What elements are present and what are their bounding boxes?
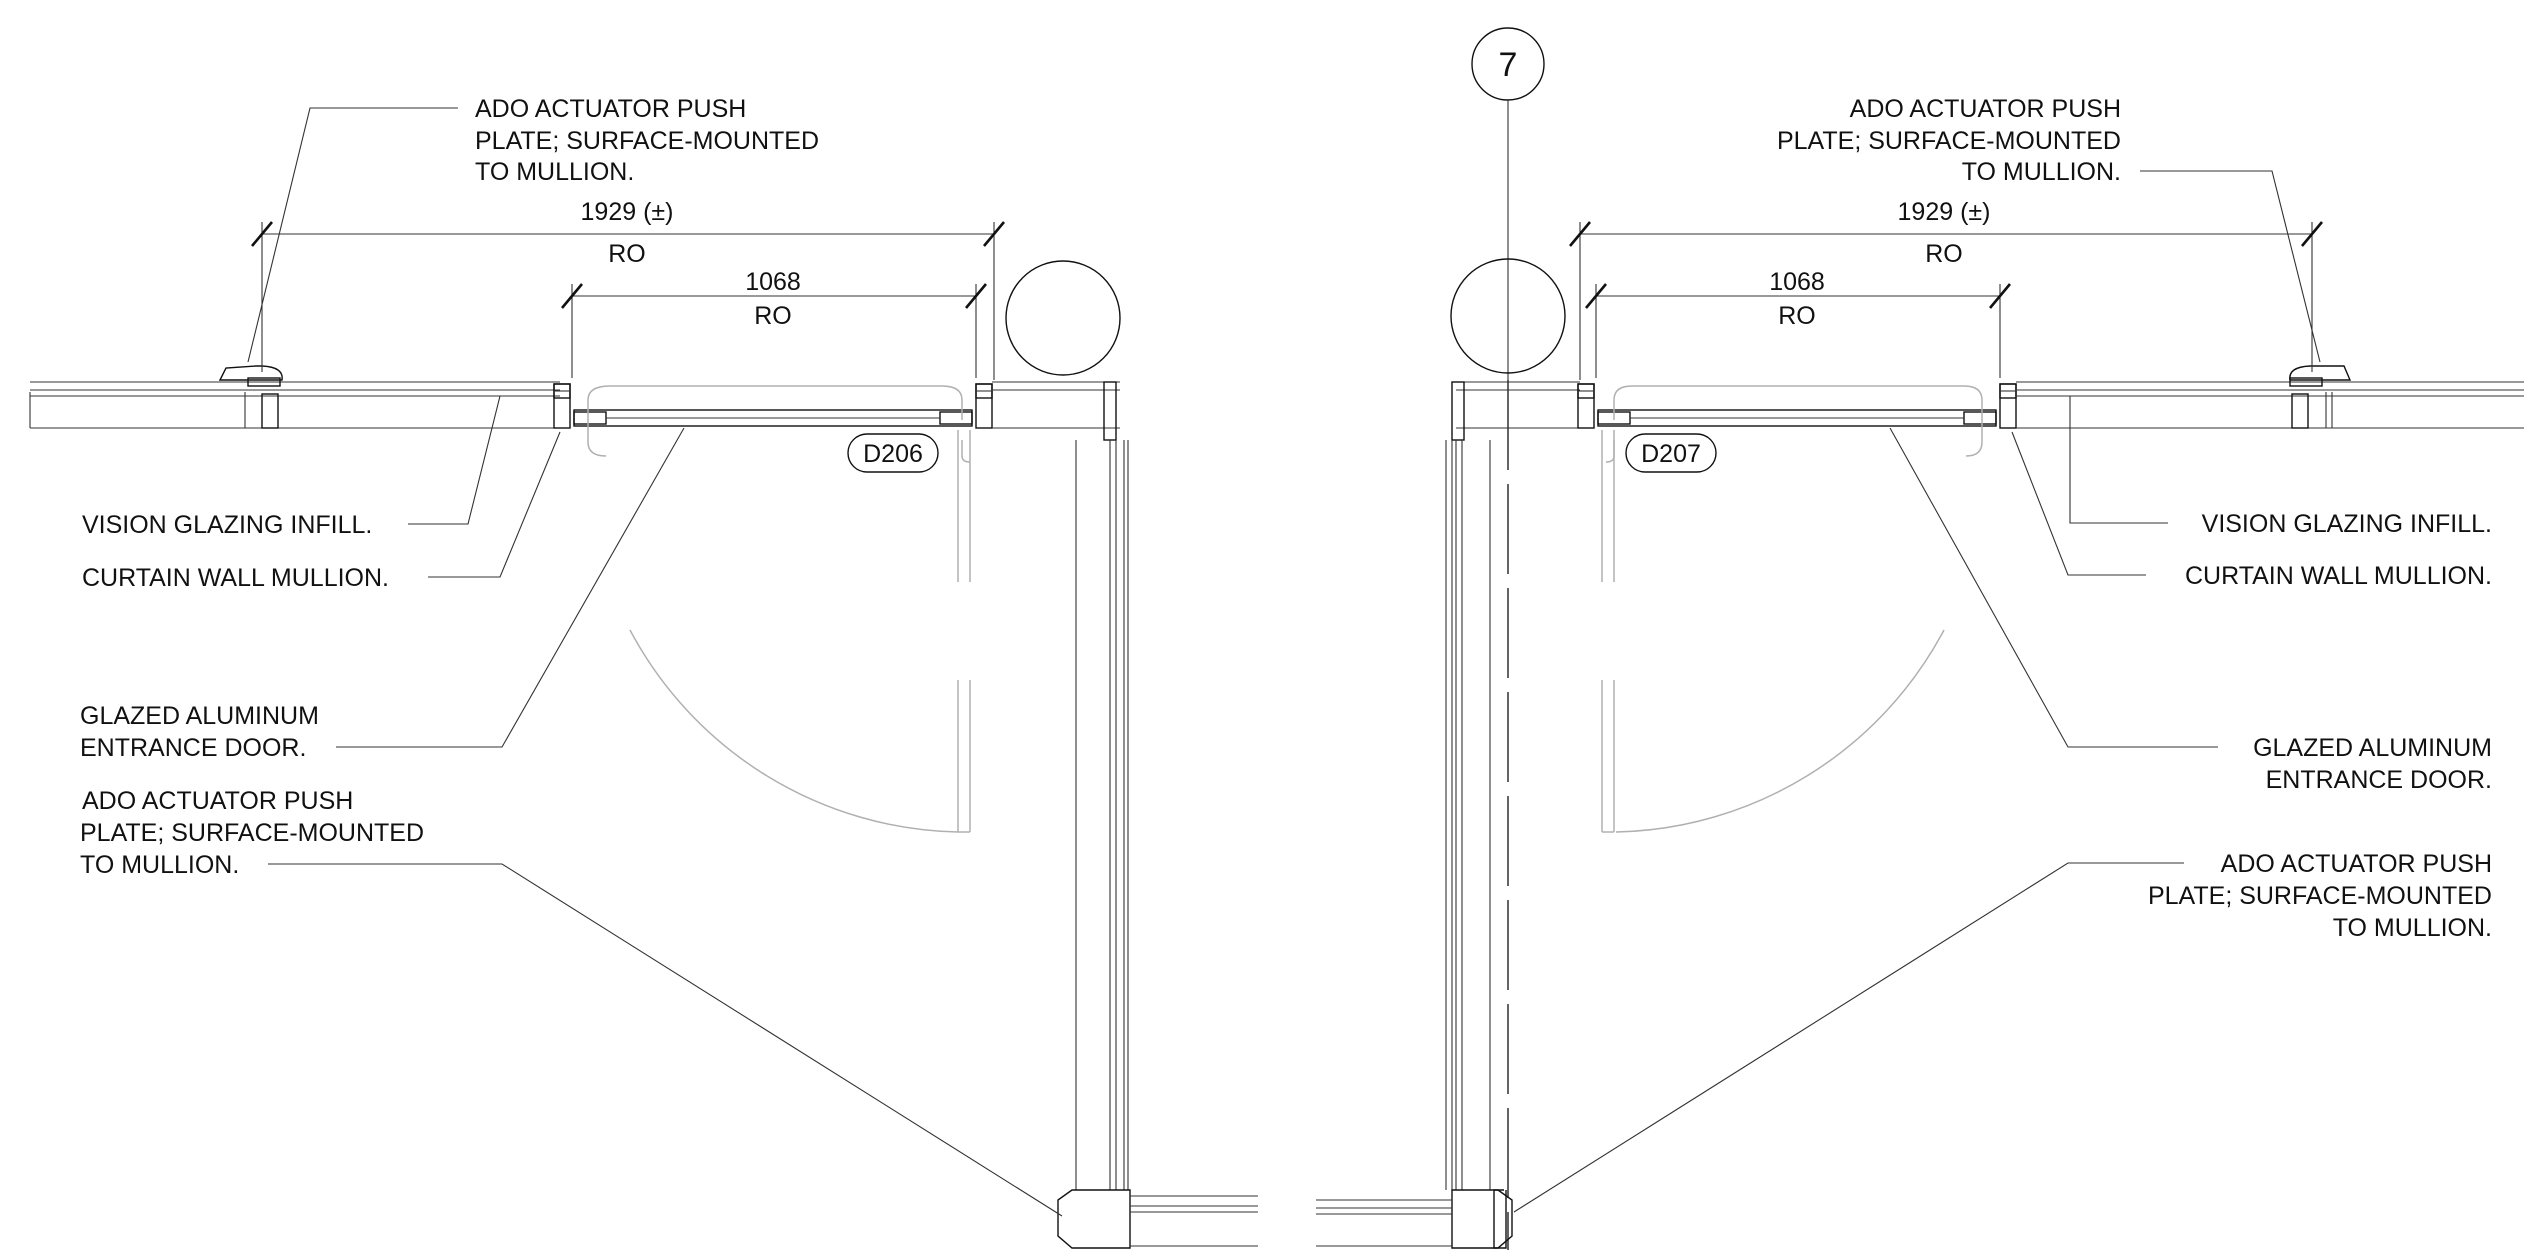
right-note-top-line3: TO MULLION. xyxy=(1962,158,2121,186)
right-note-top-line1: ADO ACTUATOR PUSH xyxy=(1850,95,2121,123)
left-detail: 1929 (±) RO 1068 RO D206 ADO ACTUATOR PU… xyxy=(29,95,1258,1249)
right-column-circle xyxy=(1450,258,1566,374)
right-note-glazing-leader xyxy=(2069,396,2168,524)
grid-label: 7 xyxy=(1499,46,1518,84)
right-overall-dim-ro: RO xyxy=(1925,240,1963,268)
left-note-mullion: CURTAIN WALL MULLION. xyxy=(82,564,389,592)
right-note-bottom-line1: ADO ACTUATOR PUSH xyxy=(2221,850,2492,878)
left-door-mullions xyxy=(553,383,993,429)
left-note-glazing-leader xyxy=(408,395,501,525)
right-detail: 7 xyxy=(1316,27,2524,1250)
right-note-door-line1: GLAZED ALUMINUM xyxy=(2253,734,2492,762)
right-door-swing xyxy=(1601,430,1945,833)
right-door-dim-ro: RO xyxy=(1778,302,1816,330)
right-overall-dim-value: 1929 (±) xyxy=(1898,198,1991,226)
right-door-dim-value: 1068 xyxy=(1769,268,1825,296)
left-door-leaf xyxy=(573,385,973,463)
left-door-swing xyxy=(629,430,971,833)
left-note-top-line1: ADO ACTUATOR PUSH xyxy=(475,95,746,123)
left-note-top-leader xyxy=(247,107,458,363)
left-overall-dim-value: 1929 (±) xyxy=(581,198,674,226)
right-door-tag: D207 xyxy=(1641,440,1701,468)
left-note-bottom-leader xyxy=(268,863,1063,1217)
right-note-mullion: CURTAIN WALL MULLION. xyxy=(2185,562,2492,590)
right-door-tag-frame xyxy=(1625,433,1717,473)
right-note-door-leader xyxy=(1889,427,2218,748)
left-side-wall xyxy=(992,381,1258,1249)
right-door-leaf xyxy=(1597,385,1997,463)
left-note-glazing: VISION GLAZING INFILL. xyxy=(82,511,372,539)
left-door-dim-ro: RO xyxy=(754,302,792,330)
left-note-door-leader xyxy=(336,427,685,748)
right-side-wall xyxy=(1316,381,1580,1249)
right-push-plate-top xyxy=(2289,365,2352,381)
left-note-top-line2: PLATE; SURFACE-MOUNTED xyxy=(475,127,819,155)
right-door-dimension xyxy=(1585,283,2011,378)
right-note-bottom-line2: PLATE; SURFACE-MOUNTED xyxy=(2148,882,2492,910)
right-note-bottom-line3: TO MULLION. xyxy=(2333,914,2492,942)
left-overall-dimension xyxy=(251,221,1005,380)
left-door-dimension xyxy=(561,283,987,378)
right-note-door-line2: ENTRANCE DOOR. xyxy=(2266,766,2492,794)
left-push-plate-top xyxy=(218,365,283,381)
left-door-tag-frame xyxy=(847,433,939,473)
right-note-bottom-leader xyxy=(1513,862,2184,1213)
right-door-mullions xyxy=(1577,383,2017,429)
left-note-top-line3: TO MULLION. xyxy=(475,158,634,186)
right-note-glazing: VISION GLAZING INFILL. xyxy=(2202,510,2492,538)
right-overall-dimension xyxy=(1569,221,2323,380)
left-note-bottom-line1: ADO ACTUATOR PUSH xyxy=(82,787,353,815)
left-note-door-line1: GLAZED ALUMINUM xyxy=(80,702,319,730)
left-column-circle xyxy=(1005,260,1121,376)
left-note-bottom-line3: TO MULLION. xyxy=(80,851,239,879)
right-note-mullion-leader xyxy=(2011,431,2146,576)
left-door-tag: D206 xyxy=(863,440,923,468)
left-note-door-line2: ENTRANCE DOOR. xyxy=(80,734,306,762)
left-note-bottom-line2: PLATE; SURFACE-MOUNTED xyxy=(80,819,424,847)
left-curtain-wall xyxy=(29,377,560,429)
left-door-dim-value: 1068 xyxy=(745,268,801,296)
left-note-mullion-leader xyxy=(428,431,561,578)
right-note-top-line2: PLATE; SURFACE-MOUNTED xyxy=(1777,127,2121,155)
left-overall-dim-ro: RO xyxy=(608,240,646,268)
right-note-top-leader xyxy=(2140,170,2321,363)
right-curtain-wall xyxy=(2016,377,2524,429)
